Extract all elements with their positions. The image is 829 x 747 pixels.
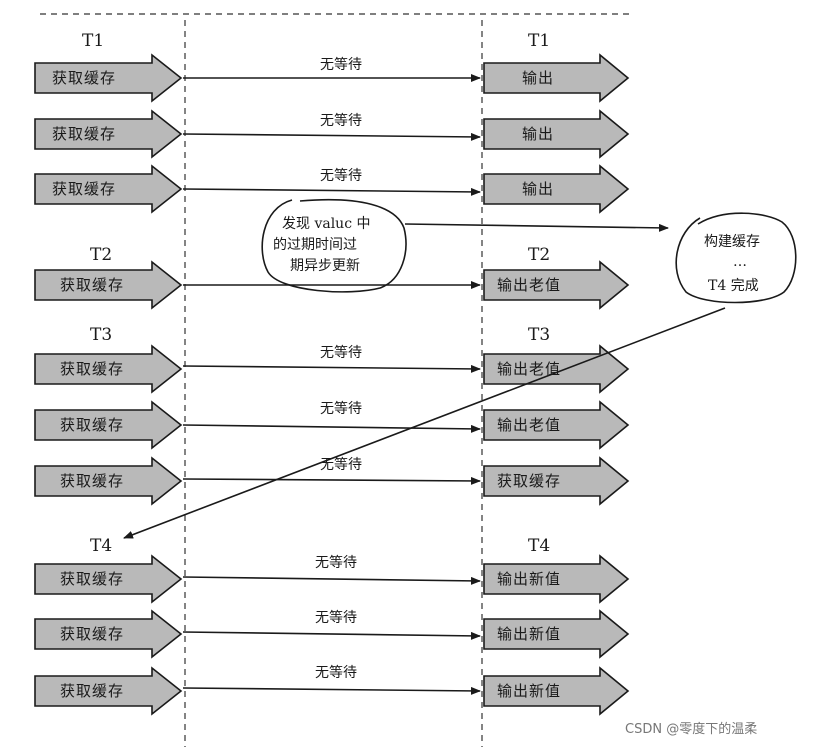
left-block-arrow (34, 344, 183, 394)
note-expired-value: 发现 valuc 中 的过期时间过 期异步更新 (261, 198, 407, 293)
right-block-arrow (483, 554, 630, 604)
flow-label: 无等待 (315, 664, 357, 681)
right-block-arrow (483, 666, 630, 716)
right-arrow-label: 输出老值 (497, 276, 561, 294)
right-arrow-label: 输出新值 (497, 625, 561, 643)
right-block-arrow (483, 609, 630, 659)
left-arrow-label: 获取缓存 (52, 125, 116, 143)
left-arrow-label: 获取缓存 (60, 276, 124, 294)
row-6: 获取缓存 无等待 输出老值 (34, 400, 630, 450)
thread-label-t1-right: T1 (528, 31, 550, 51)
right-block-arrow (483, 164, 630, 214)
right-block-arrow (483, 53, 630, 103)
row-8: 获取缓存 无等待 输出新值 (34, 554, 630, 604)
row-4: 获取缓存 输出老值 (34, 260, 630, 310)
thread-label-t4-left: T4 (90, 536, 112, 556)
note-left-line-1: 发现 valuc 中 (282, 216, 371, 232)
async-update-arrow (404, 223, 669, 232)
left-block-arrow (34, 609, 183, 659)
note-left-line-3: 期异步更新 (290, 258, 360, 274)
right-arrow-label: 输出老值 (497, 416, 561, 434)
thread-label-t2-left: T2 (90, 245, 112, 265)
note-left-ellipse (261, 198, 407, 293)
flow-arrow (182, 686, 481, 695)
right-arrow-label: 获取缓存 (497, 472, 561, 490)
flow-arrow (182, 132, 481, 141)
row-7: 获取缓存 无等待 获取缓存 (34, 456, 630, 506)
flow-label: 无等待 (320, 456, 362, 473)
left-block-arrow (34, 53, 183, 103)
right-arrow-label: 输出 (522, 69, 554, 87)
flow-arrow (182, 364, 481, 373)
left-block-arrow (34, 260, 183, 310)
right-block-arrow (483, 400, 630, 450)
watermark: CSDN @零度下的温柔 (625, 721, 757, 737)
flow-label: 无等待 (315, 554, 357, 571)
flow-label: 无等待 (320, 112, 362, 129)
right-arrow-label: 输出新值 (497, 682, 561, 700)
right-arrow-label: 输出新值 (497, 570, 561, 588)
thread-label-t1-left: T1 (82, 31, 104, 51)
left-block-arrow (34, 109, 183, 159)
note-build-cache: 构建缓存 … T4 完成 (675, 212, 797, 304)
flow-label: 无等待 (320, 400, 362, 417)
right-block-arrow (483, 260, 630, 310)
thread-label-t3-right: T3 (528, 325, 550, 345)
left-arrow-label: 获取缓存 (60, 416, 124, 434)
flow-label: 无等待 (320, 167, 362, 184)
flow-label: 无等待 (320, 344, 362, 361)
flow-arrow (182, 476, 481, 485)
flow-arrow (182, 576, 481, 585)
left-block-arrow (34, 554, 183, 604)
left-arrow-label: 获取缓存 (52, 69, 116, 87)
right-arrow-label: 输出 (522, 125, 554, 143)
left-block-arrow (34, 456, 183, 506)
left-arrow-label: 获取缓存 (60, 625, 124, 643)
right-block-arrow (483, 344, 630, 394)
left-arrow-label: 获取缓存 (60, 472, 124, 490)
note-left-line-2: 的过期时间过 (273, 237, 357, 253)
left-arrow-label: 获取缓存 (60, 682, 124, 700)
thread-label-t2-right: T2 (528, 245, 550, 265)
row-1: 获取缓存 无等待 输出 (34, 53, 630, 103)
note-right-line-1: 构建缓存 (704, 234, 760, 250)
row-10: 获取缓存 无等待 输出新值 (34, 664, 630, 716)
flow-label: 无等待 (320, 56, 362, 73)
left-arrow-label: 获取缓存 (52, 180, 116, 198)
flow-arrow (182, 631, 481, 640)
flow-arrow (182, 424, 481, 433)
right-block-arrow (483, 456, 630, 506)
right-arrow-label: 输出老值 (497, 360, 561, 378)
note-right-line-2: … (733, 254, 747, 270)
row-2: 获取缓存 无等待 输出 (34, 109, 630, 159)
note-right-line-3: T4 完成 (708, 278, 759, 294)
thread-label-t4-right: T4 (528, 536, 550, 556)
left-arrow-label: 获取缓存 (60, 360, 124, 378)
note-right-ellipse (675, 212, 797, 304)
row-3: 获取缓存 无等待 输出 (34, 164, 630, 214)
left-arrow-label: 获取缓存 (60, 570, 124, 588)
left-block-arrow (34, 164, 183, 214)
left-block-arrow (34, 666, 183, 716)
right-arrow-label: 输出 (522, 180, 554, 198)
thread-label-t3-left: T3 (90, 325, 112, 345)
rebuild-complete-arrow (123, 307, 726, 539)
left-block-arrow (34, 400, 183, 450)
flow-arrow (182, 187, 481, 196)
right-block-arrow (483, 109, 630, 159)
row-9: 获取缓存 无等待 输出新值 (34, 609, 630, 659)
flow-label: 无等待 (315, 609, 357, 626)
row-5: 获取缓存 无等待 输出老值 (34, 344, 630, 394)
